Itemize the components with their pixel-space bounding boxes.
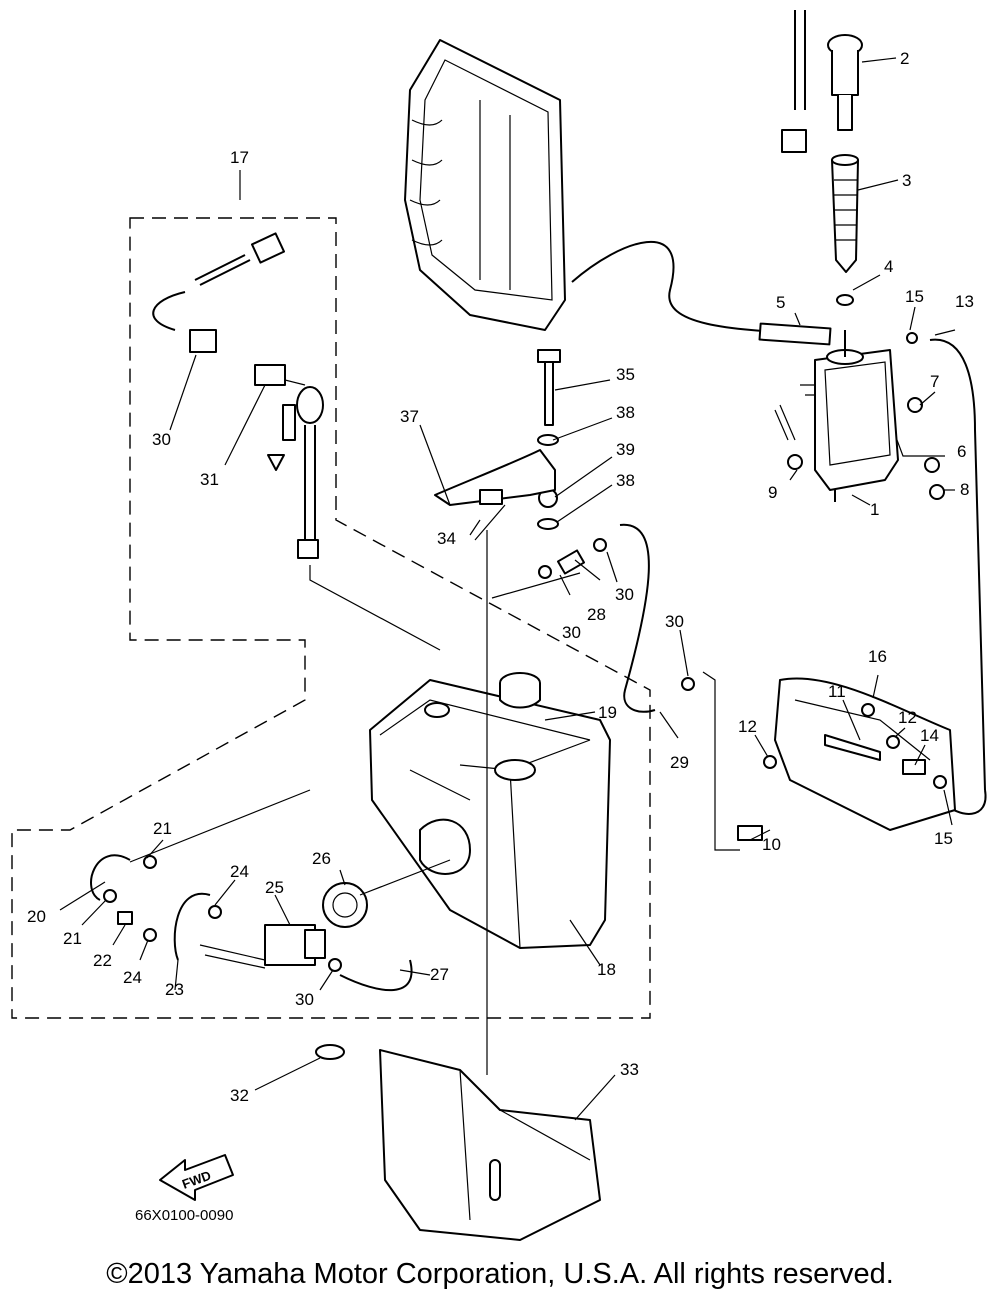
assembly-outline	[11, 217, 651, 1019]
callout-34: 33	[620, 1060, 639, 1079]
callout-4: 4	[884, 257, 893, 276]
hose-20	[90, 854, 131, 901]
callout-18: 18	[597, 960, 616, 979]
callout-30-c: 30	[665, 612, 684, 631]
callout-26: 26	[312, 849, 331, 868]
engine-cowl-shape	[404, 39, 566, 331]
callout-24-a: 24	[123, 968, 142, 987]
callout-24-b: 24	[230, 862, 249, 881]
main-oil-tank	[369, 679, 611, 949]
oil-tank-cap	[499, 672, 541, 709]
hose-13	[929, 338, 986, 791]
oil-level-sensor	[781, 10, 863, 153]
electric-fuel-pump	[199, 924, 326, 969]
callout-28: 28	[587, 605, 606, 624]
support-bracket	[379, 1049, 601, 1241]
callout-15-top: 15	[905, 287, 924, 306]
callout-7: 7	[930, 372, 939, 391]
callout-31: 31	[200, 470, 219, 489]
callout-37: 35	[616, 365, 635, 384]
callout-3: 3	[902, 171, 911, 190]
callout-13: 13	[955, 292, 974, 311]
leader-lines	[59, 57, 956, 1121]
callout-15-bottom: 15	[934, 829, 953, 848]
o-ring	[836, 294, 854, 306]
callout-17: 17	[230, 148, 249, 167]
callout-1: 1	[870, 500, 879, 519]
callout-30-d: 30	[295, 990, 314, 1009]
bottom-cowl	[774, 677, 956, 831]
hose-5	[571, 240, 831, 336]
oil-strainer	[831, 154, 859, 273]
bolt-37	[544, 354, 554, 426]
sensor-assembly-17	[152, 232, 324, 559]
callout-9: 9	[768, 483, 777, 502]
hose-27	[339, 959, 413, 992]
callout-21-a: 21	[153, 819, 172, 838]
callout-23: 23	[165, 980, 184, 999]
callout-19: 19	[598, 703, 617, 722]
sub-oil-tank	[800, 330, 899, 502]
clamp-33	[315, 1044, 345, 1060]
fwd-arrow: FWD	[159, 1154, 234, 1201]
callout-38-b: 38	[616, 471, 635, 490]
callout-21-b: 21	[63, 929, 82, 948]
callout-22: 22	[93, 951, 112, 970]
callout-6: 6	[957, 442, 966, 461]
callout-12-a: 12	[738, 717, 757, 736]
callout-32: 30	[152, 430, 171, 449]
copyright: ©2013 Yamaha Motor Corporation, U.S.A. A…	[106, 1258, 894, 1290]
callout-36: 34	[437, 529, 456, 548]
callout-25: 25	[265, 878, 284, 897]
callout-29: 29	[670, 753, 689, 772]
callout-30-b: 30	[615, 585, 634, 604]
callout-16: 16	[868, 647, 887, 666]
callout-35: 37	[400, 407, 419, 426]
callout-2: 2	[900, 49, 909, 68]
callout-11: 11	[828, 682, 846, 701]
oil-filter-26	[322, 882, 368, 928]
callout-8: 8	[960, 480, 969, 499]
callout-30-a: 30	[562, 623, 581, 642]
callout-12-b: 12	[898, 708, 917, 727]
callout-33: 32	[230, 1086, 249, 1105]
callout-38-a: 38	[616, 403, 635, 422]
hose-23	[173, 892, 211, 961]
callout-14: 14	[920, 726, 939, 745]
callout-5: 5	[776, 293, 785, 312]
callout-labels: 2 3 4 5 15 13 7 6 8 9 1 35 38 39 38 37 3…	[27, 49, 974, 1105]
diagram-code: 66X0100-0090	[135, 1207, 233, 1224]
callout-20: 20	[27, 907, 46, 926]
callout-27: 27	[430, 965, 449, 984]
hose-29	[619, 523, 656, 713]
callout-39: 39	[616, 440, 635, 459]
band-35	[434, 449, 556, 506]
callout-10: 10	[762, 835, 781, 854]
